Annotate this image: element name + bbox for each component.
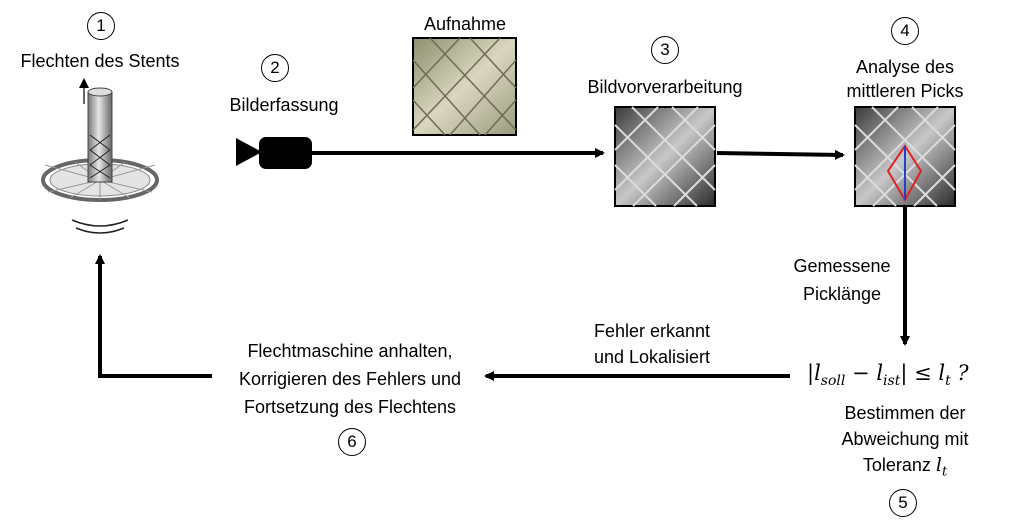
step-3-number: 3 — [651, 36, 679, 64]
braiding-machine-icon — [41, 78, 159, 234]
camera-icon — [236, 137, 312, 169]
error-label-line1: Fehler erkannt — [593, 321, 711, 341]
analysis-image — [854, 106, 956, 207]
processed-image — [614, 106, 716, 207]
tolerance-formula: |lsoll − list| ≤ lt ? — [807, 361, 969, 390]
raw-image-caption: Aufnahme — [423, 14, 507, 34]
step-3-label: Bildvorverarbeitung — [587, 77, 743, 97]
step-4-number: 4 — [891, 17, 919, 45]
step-5-number: 5 — [889, 489, 917, 517]
step-5-label-line3: Toleranz lt — [862, 454, 948, 480]
step-6-label-line2: Korrigieren des Fehlers und — [238, 369, 462, 389]
step-4-label-line1: Analyse des — [855, 57, 955, 77]
step-6-label-line3: Fortsetzung des Flechtens — [243, 397, 457, 417]
arrow-preprocess-to-analysis — [716, 149, 845, 160]
step-2-number: 2 — [261, 54, 289, 82]
step-5-label-line1: Bestimmen der — [844, 403, 966, 423]
step-6-label-line1: Flechtmaschine anhalten, — [247, 341, 453, 361]
step-4-label-line2: mittleren Picks — [846, 81, 964, 101]
step-2-label: Bilderfassung — [229, 95, 339, 115]
raw-image — [412, 37, 517, 136]
measured-label-line2: Picklänge — [802, 284, 882, 304]
step-1-number: 1 — [87, 12, 115, 40]
step-6-number: 6 — [338, 428, 366, 456]
error-label-line2: und Lokalisiert — [593, 347, 711, 367]
step-5-label-line2: Abweichung mit — [841, 429, 969, 449]
measured-label-line1: Gemessene — [793, 256, 891, 276]
step-1-label: Flechten des Stents — [20, 51, 180, 71]
arrow-stop-to-braiding — [95, 254, 212, 378]
